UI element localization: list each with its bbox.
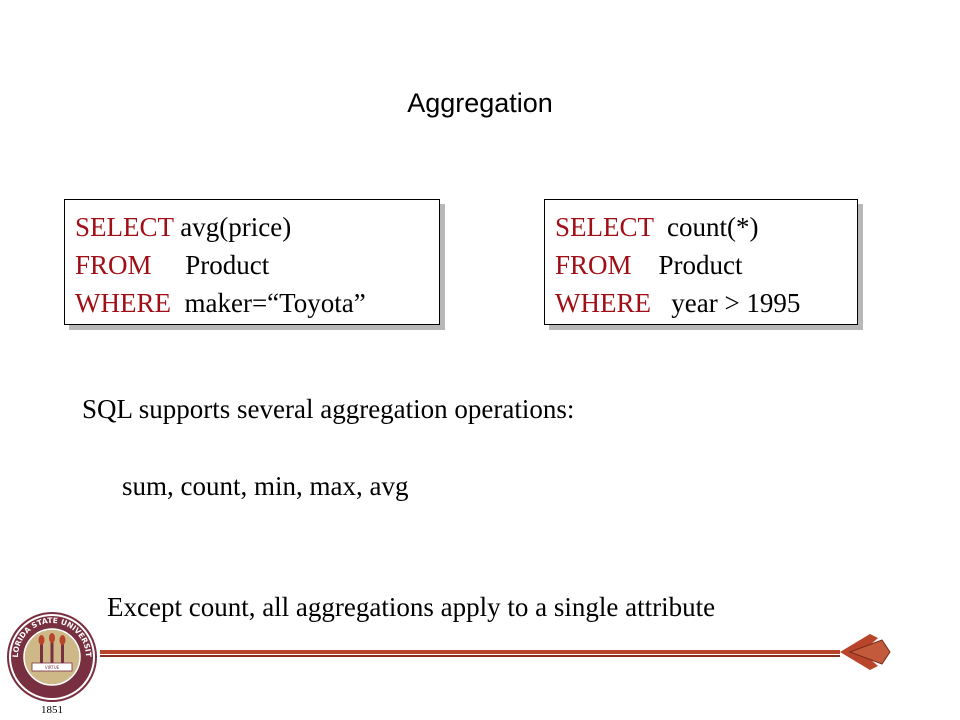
where-keyword: WHERE	[555, 288, 651, 318]
where-expression: maker=“Toyota”	[170, 288, 366, 318]
from-expression: Product	[631, 250, 743, 280]
query-line-where: WHERE maker=“Toyota”	[75, 284, 439, 322]
seal-banner-text: VIRTUE	[45, 665, 60, 670]
from-keyword: FROM	[555, 250, 632, 280]
select-keyword: SELECT	[555, 212, 654, 242]
where-keyword: WHERE	[75, 288, 171, 318]
feather-icon	[840, 634, 891, 670]
operations-list: sum, count, min, max, avg	[122, 471, 409, 501]
select-expression: avg(price)	[173, 212, 292, 242]
query-line-select: SELECT count(*)	[555, 208, 857, 246]
query-line-from: FROM Product	[555, 246, 857, 284]
where-expression: year > 1995	[650, 288, 801, 318]
from-expression: Product	[151, 250, 270, 280]
query-line-where: WHERE year > 1995	[555, 284, 857, 322]
spear-shaft-shadow	[100, 655, 840, 657]
fsu-seal-logo: VIRTUE FLORIDA STATE UNIVERSITY 1851	[4, 597, 97, 715]
spear-shaft	[100, 650, 840, 654]
from-keyword: FROM	[75, 250, 152, 280]
seal-banner	[31, 662, 73, 672]
aggregation-note: Except count, all aggregations apply to …	[107, 592, 716, 622]
select-keyword: SELECT	[75, 212, 174, 242]
seal-year: 1851	[41, 704, 63, 715]
select-expression: count(*)	[653, 212, 759, 242]
sql-query-box-count: SELECT count(*) FROM Product WHERE year …	[544, 199, 858, 325]
query-line-from: FROM Product	[75, 246, 439, 284]
slide-title: Aggregation	[407, 88, 553, 118]
supports-statement: SQL supports several aggregation operati…	[82, 394, 575, 424]
sql-query-box-avg: SELECT avg(price) FROM Product WHERE mak…	[64, 199, 440, 325]
torches-icon	[38, 633, 66, 663]
query-line-select: SELECT avg(price)	[75, 208, 439, 246]
spear-arrow-divider	[100, 634, 891, 670]
